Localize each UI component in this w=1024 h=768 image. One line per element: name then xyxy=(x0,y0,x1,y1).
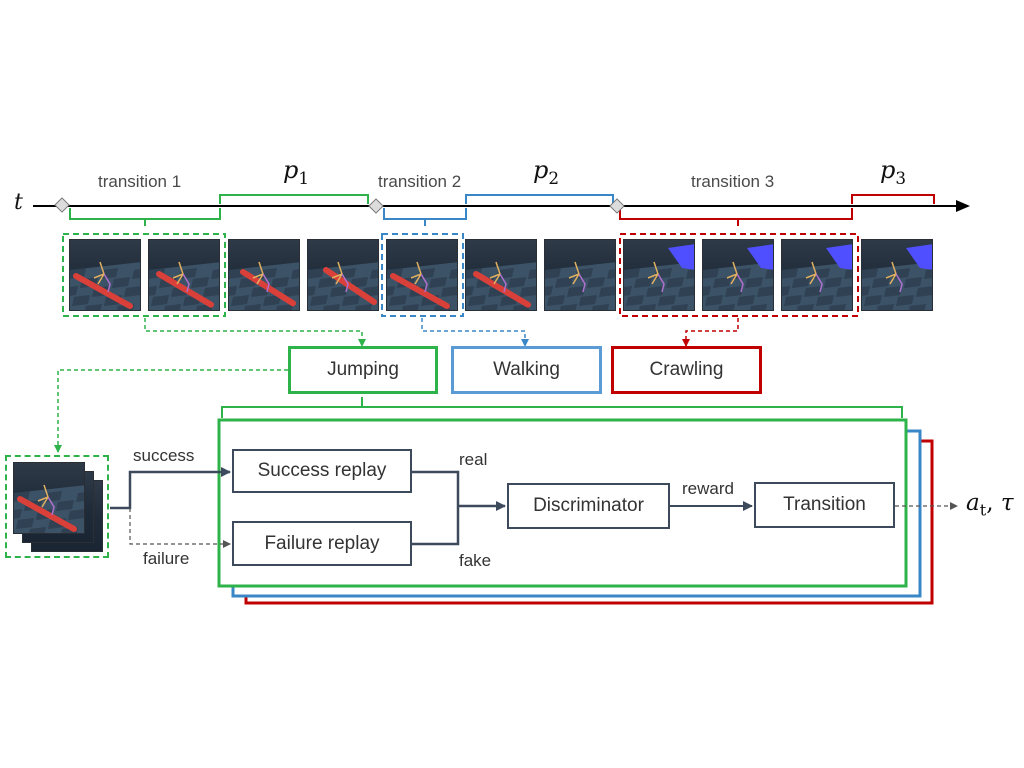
transition-1-label: transition 1 xyxy=(98,172,182,191)
jumping-module-bracket xyxy=(221,397,903,418)
transition-marker-3 xyxy=(609,198,625,214)
sim-frame xyxy=(861,239,933,311)
output-label: at, τ xyxy=(966,490,1014,520)
success-replay-node[interactable]: Success replay xyxy=(232,449,412,493)
phase-3-label: p3 xyxy=(880,156,907,188)
crawling-link xyxy=(682,318,739,347)
walking-frames-selection xyxy=(381,233,464,317)
phase-2-label: p2 xyxy=(533,156,560,188)
discriminator-node[interactable]: Discriminator xyxy=(507,483,670,529)
transition-marker-2 xyxy=(368,198,384,214)
transition-2-label: transition 2 xyxy=(378,172,462,191)
sim-frame xyxy=(69,239,141,311)
phase-3-bracket xyxy=(851,194,935,204)
sim-frame xyxy=(465,239,537,311)
jumping-link xyxy=(144,318,366,347)
sim-frame xyxy=(307,239,379,311)
phase-1-label: p1 xyxy=(283,156,310,188)
transition-node[interactable]: Transition xyxy=(754,482,895,528)
sim-frame xyxy=(702,239,774,311)
failure-branch xyxy=(129,508,231,548)
sim-frame xyxy=(386,239,458,311)
sim-frame xyxy=(228,239,300,311)
sim-frame xyxy=(544,239,616,311)
walking-link xyxy=(421,318,529,347)
phase-2-bracket xyxy=(465,194,614,204)
stack-frame-front xyxy=(13,462,85,534)
reward-label: reward xyxy=(682,479,734,498)
sim-frame xyxy=(781,239,853,311)
transition-marker-1 xyxy=(54,197,70,213)
jumping-frames-selection xyxy=(62,233,226,317)
transition-2-bracket xyxy=(383,208,467,226)
success-branch xyxy=(110,467,231,510)
replay-merge xyxy=(412,470,505,546)
success-label: success xyxy=(133,446,195,465)
phase-1-bracket xyxy=(219,194,369,204)
transition-1-bracket xyxy=(69,208,221,226)
transition-3-bracket xyxy=(619,208,853,226)
skill-crawling[interactable]: Crawling xyxy=(611,346,762,394)
failure-replay-node[interactable]: Failure replay xyxy=(232,521,412,566)
skill-jumping[interactable]: Jumping xyxy=(288,346,438,394)
fake-label: fake xyxy=(459,551,492,570)
time-axis-label: t xyxy=(14,190,23,215)
real-label: real xyxy=(459,450,488,469)
sim-frame xyxy=(623,239,695,311)
sim-frame xyxy=(148,239,220,311)
transition-3-label: transition 3 xyxy=(691,172,775,191)
failure-label: failure xyxy=(143,549,190,568)
skill-walking[interactable]: Walking xyxy=(451,346,602,394)
stack-selection xyxy=(5,455,109,558)
